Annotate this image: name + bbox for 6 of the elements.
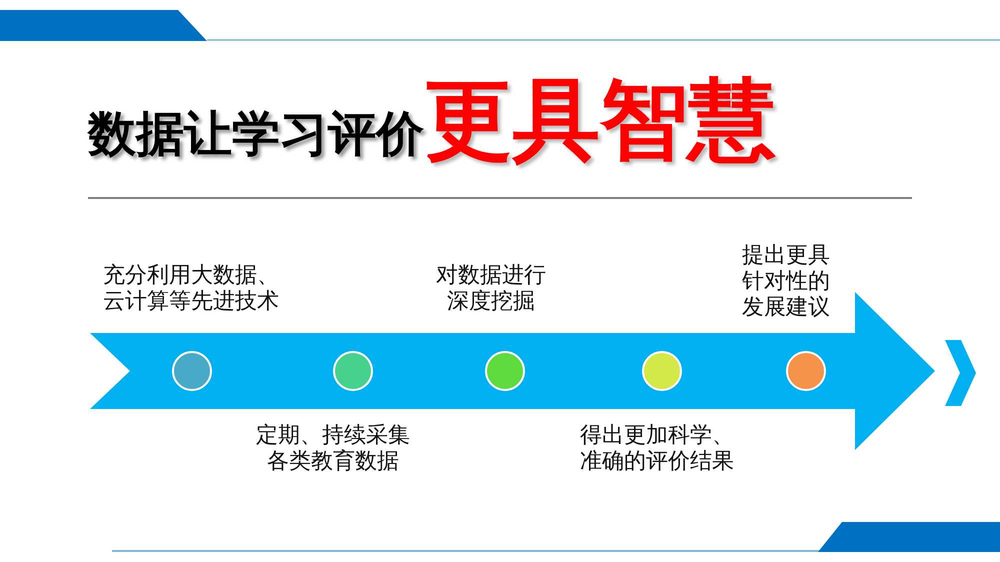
step-description: 充分利用大数据、云计算等先进技术 (103, 263, 280, 315)
step-description: 提出更具针对性的发展建议 (741, 243, 832, 321)
step-description: 对数据进行深度挖掘 (435, 263, 548, 315)
step-description: 定期、持续采集各类教育数据 (255, 423, 412, 475)
step-description: 得出更加科学、准确的评价结果 (580, 423, 735, 475)
title: 数据让学习评价更具智慧 (88, 72, 776, 173)
